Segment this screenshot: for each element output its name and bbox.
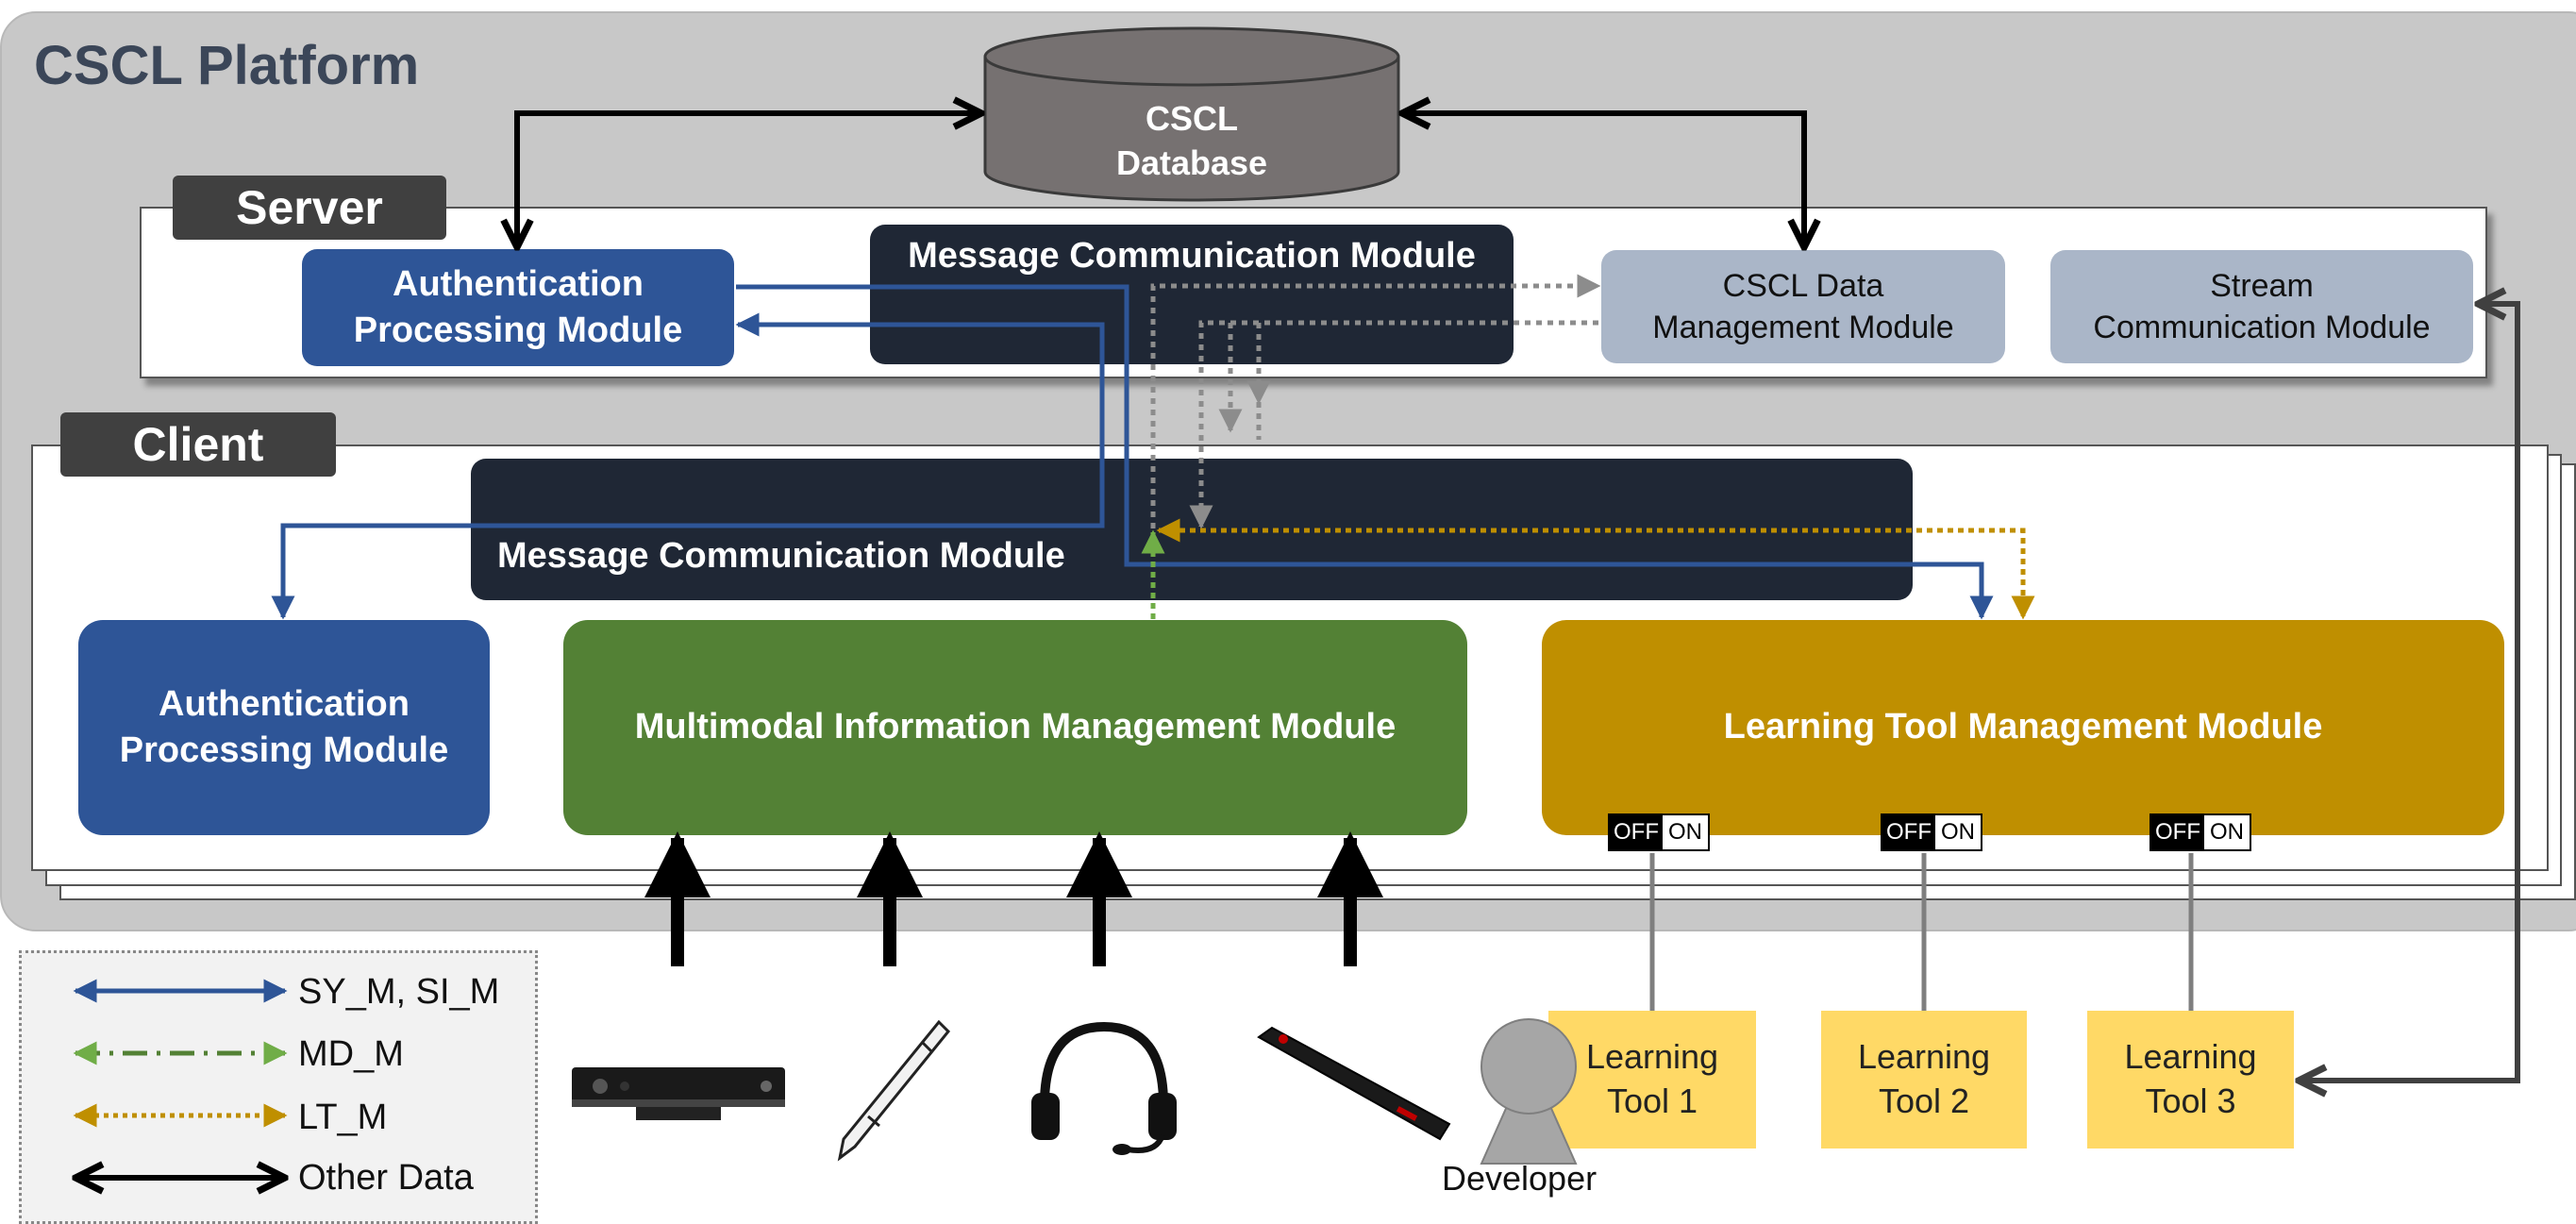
platform-title: CSCL Platform	[34, 35, 420, 96]
tool-3-line1: Learning	[2124, 1037, 2257, 1077]
tool-1-line1: Learning	[1585, 1037, 1719, 1077]
server-message-module-label: Message Communication Module	[908, 236, 1476, 276]
eye-tracker-icon	[1257, 1026, 1451, 1141]
server-tag: Server	[173, 176, 446, 240]
developer-icon	[1480, 1018, 1578, 1165]
headset-icon	[1031, 1021, 1177, 1155]
cscl-data-management-module[interactable]: CSCL Data Management Module	[1601, 250, 2005, 363]
database-label: CSCL Database	[981, 90, 1402, 193]
multimodal-information-management-module[interactable]: Multimodal Information Management Module	[563, 620, 1467, 835]
client-auth-line2: Processing Module	[119, 730, 449, 770]
server-auth-to-client-ltm-connector	[736, 284, 1994, 620]
gray-from-data-module-connector	[1189, 320, 1598, 529]
switch-on-label: ON	[1941, 819, 1975, 845]
legend-label-other: Other Data	[298, 1158, 474, 1198]
tool-1-line2: Tool 1	[1606, 1081, 1698, 1120]
stream-to-tool3-connector	[2299, 304, 2520, 1081]
learning-tool-1[interactable]: Learning Tool 1	[1548, 1011, 1756, 1149]
database-label-line1: CSCL	[1146, 99, 1238, 139]
switch-on-label: ON	[2210, 819, 2244, 845]
switch-on-label: ON	[1668, 819, 1702, 845]
client-auth-module[interactable]: Authentication Processing Module	[78, 620, 490, 835]
client-auth-reply-connector	[271, 312, 1105, 620]
learning-tool-3[interactable]: Learning Tool 3	[2087, 1011, 2294, 1149]
tool-2-line2: Tool 2	[1878, 1081, 1970, 1120]
database-label-line2: Database	[1115, 143, 1268, 182]
switch-off-label: OFF	[1610, 815, 1663, 849]
legend-label-lt: LT_M	[298, 1098, 388, 1137]
server-auth-line1: Authentication	[393, 263, 644, 304]
pen-icon	[837, 1019, 951, 1162]
developer-label: Developer	[1442, 1159, 1597, 1198]
kinect-sensor-icon	[572, 1067, 785, 1120]
db-to-data-module-connector	[1402, 113, 1804, 247]
legend-label-sy-si: SY_M, SI_M	[298, 972, 500, 1012]
database-icon	[983, 26, 1400, 202]
learning-tool-2[interactable]: Learning Tool 2	[1821, 1011, 2027, 1149]
switch-off-label: OFF	[1882, 815, 1935, 849]
tool-2-line1: Learning	[1857, 1037, 1991, 1077]
data-module-line2: Management Module	[1652, 310, 1954, 345]
tool-2-switch[interactable]: OFF ON	[1881, 813, 1982, 851]
db-to-server-auth-connector	[517, 113, 981, 247]
data-module-line1: CSCL Data	[1722, 267, 1884, 304]
switch-off-label: OFF	[2151, 815, 2204, 849]
ltm-connector	[1156, 518, 2035, 620]
gray-to-data-module-connector	[1150, 274, 1601, 528]
tool-3-switch[interactable]: OFF ON	[2149, 813, 2251, 851]
tool-3-line2: Tool 3	[2145, 1081, 2236, 1120]
tool-1-switch[interactable]: OFF ON	[1608, 813, 1710, 851]
legend-label-md: MD_M	[298, 1034, 404, 1074]
client-auth-line1: Authentication	[159, 683, 410, 724]
